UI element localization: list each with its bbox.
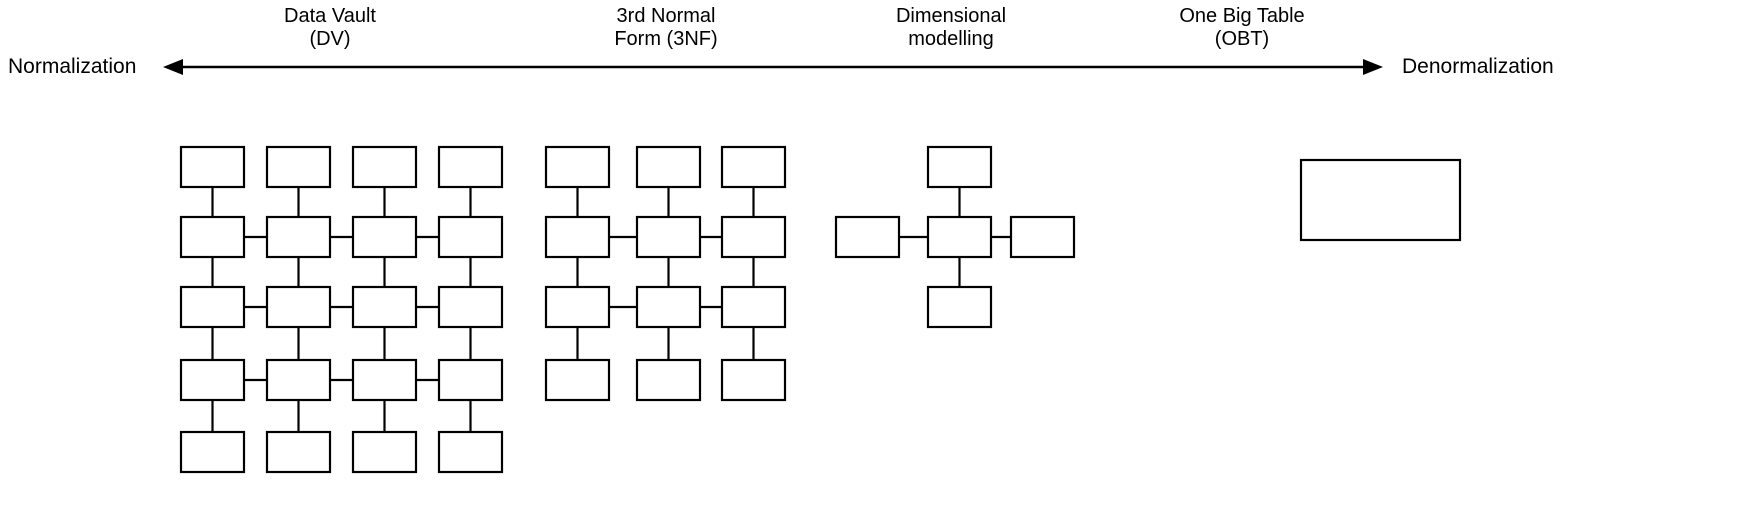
column-header-third-normal-form-line2: Form (3NF) [614,28,718,50]
axis-arrowhead-left [163,59,183,75]
data-vault-table-box [351,430,418,474]
data-vault-table-box [265,285,332,329]
data-vault-table-box [351,215,418,259]
third-normal-form-model-graphic [544,145,787,402]
third-normal-form-table-box [720,145,787,189]
dimension-table-box [926,285,993,329]
data-vault-table-box [179,215,246,259]
column-header-data-vault-line2: (DV) [309,28,351,50]
dimension-table-box [926,145,993,189]
column-header-dimensional-modelling-line1: Dimensional [895,5,1007,27]
third-normal-form-table-box [720,215,787,259]
column-header-one-big-table: One Big Table (OBT) [1179,5,1304,51]
data-vault-table-box [179,145,246,189]
column-header-data-vault-line1: Data Vault [284,5,376,27]
data-vault-table-box [437,285,504,329]
third-normal-form-table-box [544,145,611,189]
column-header-one-big-table-line1: One Big Table [1179,5,1305,27]
data-vault-table-box [351,358,418,402]
one-big-table-model-graphic [1299,158,1462,242]
axis-arrowhead-right [1363,59,1383,75]
third-normal-form-table-box [544,358,611,402]
data-vault-table-box [351,145,418,189]
data-vault-table-box [265,145,332,189]
normalization-axis-arrow [163,59,1383,75]
third-normal-form-table-box [635,145,702,189]
data-vault-table-box [437,358,504,402]
third-normal-form-table-box [720,285,787,329]
dimension-table-box [834,215,901,259]
data-vault-table-box [265,215,332,259]
data-vault-table-box [265,358,332,402]
third-normal-form-table-box [635,215,702,259]
data-vault-table-box [179,285,246,329]
third-normal-form-table-box [720,358,787,402]
fact-table-box [926,215,993,259]
third-normal-form-table-box [544,215,611,259]
data-vault-table-box [437,215,504,259]
column-header-dimensional-modelling-line2: modelling [908,28,994,50]
column-header-data-vault: Data Vault (DV) [284,5,376,51]
normalization-axis-label: Normalization [8,55,137,78]
data-vault-table-box [351,285,418,329]
data-vault-table-box [179,358,246,402]
denormalization-axis-label: Denormalization [1402,55,1554,78]
dimensional-model-graphic [834,145,1076,329]
one-big-table-box [1299,158,1462,242]
data-vault-model-graphic [179,145,504,474]
column-header-one-big-table-line2: (OBT) [1214,28,1270,50]
third-normal-form-table-box [544,285,611,329]
column-header-third-normal-form-line1: 3rd Normal [616,5,716,27]
third-normal-form-table-box [635,358,702,402]
data-vault-table-box [437,430,504,474]
data-vault-table-box [265,430,332,474]
third-normal-form-table-box [635,285,702,329]
data-vault-table-box [437,145,504,189]
column-header-dimensional-modelling: Dimensional modelling [896,5,1006,51]
column-header-third-normal-form: 3rd Normal Form (3NF) [614,5,717,51]
dimension-table-box [1009,215,1076,259]
data-vault-table-box [179,430,246,474]
